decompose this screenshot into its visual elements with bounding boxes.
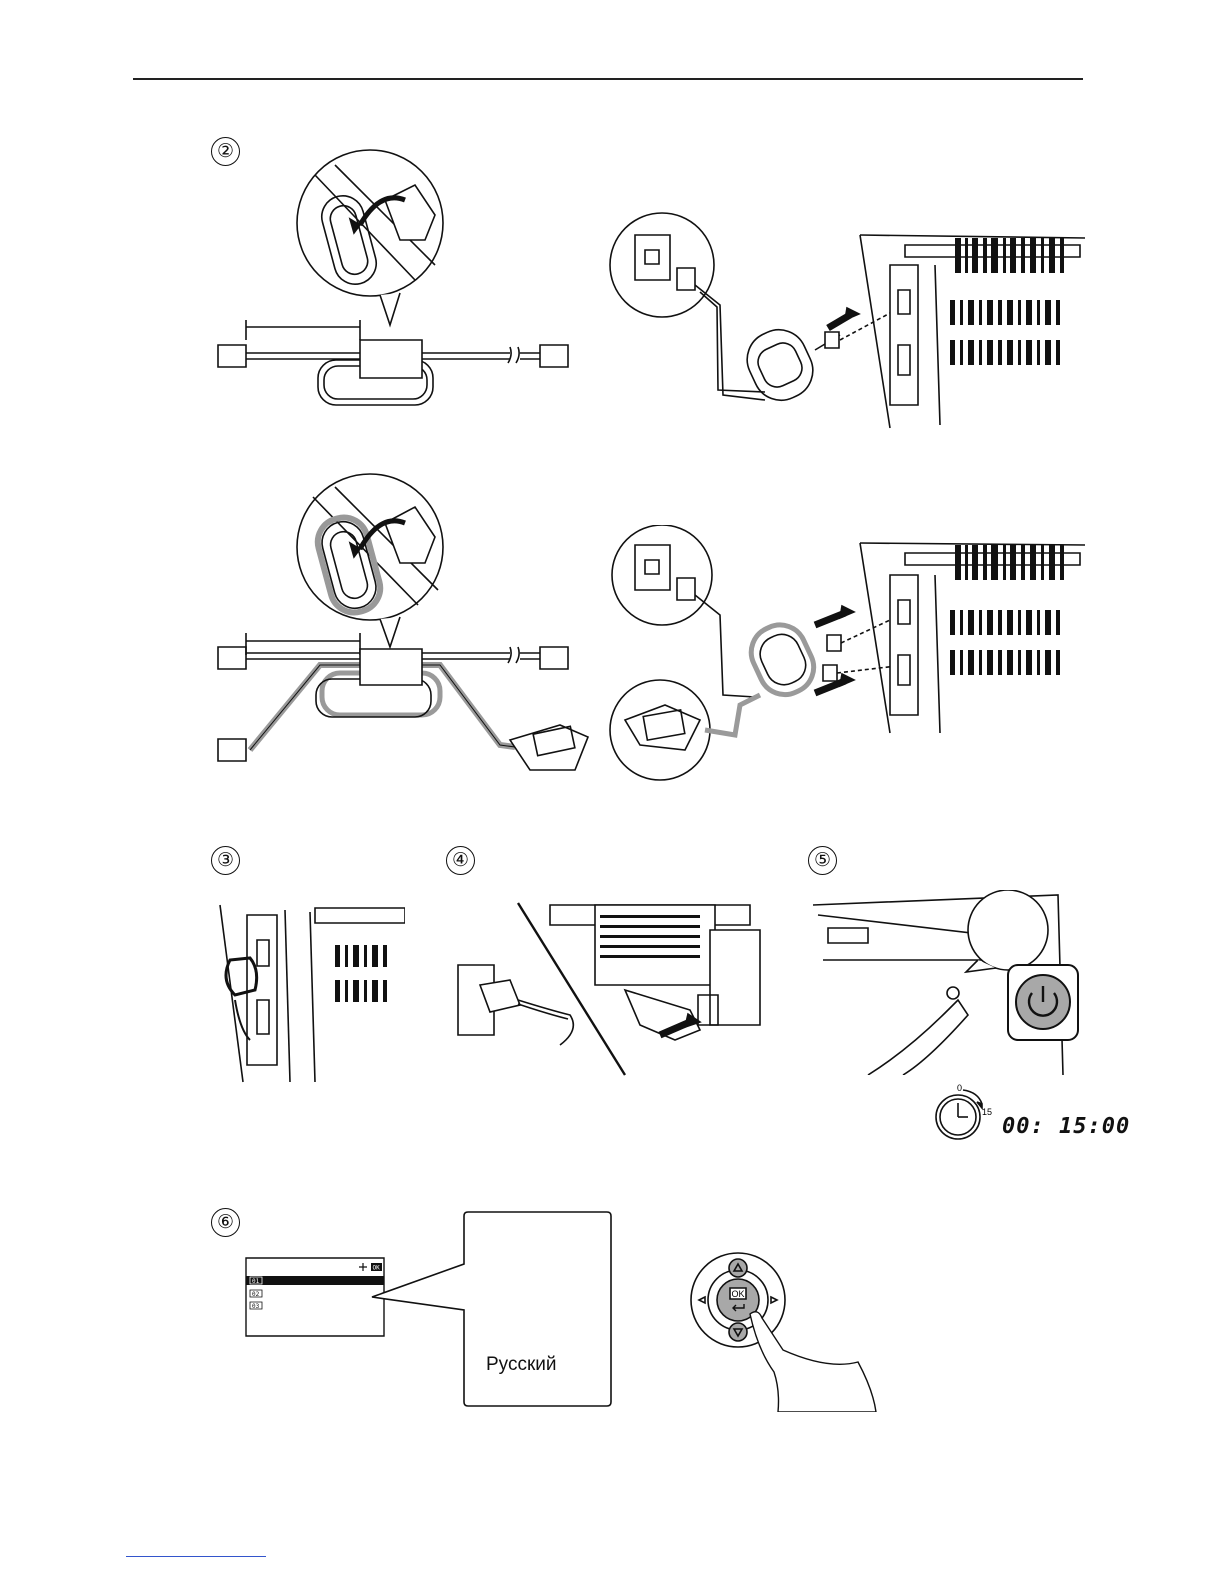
step-6-marker: ⑥ [211, 1208, 240, 1237]
lcd-item-1: 01 [252, 1278, 260, 1285]
power-cord-illustration [450, 900, 770, 1080]
language-callout [370, 1210, 615, 1410]
clock-end-label: 15 [982, 1107, 992, 1117]
power-switch-illustration [808, 890, 1083, 1075]
clock-start-label: 0 [957, 1083, 962, 1093]
lcd-item-3: 03 [252, 1303, 260, 1310]
line-and-phone-connection-illustration [605, 525, 1085, 785]
clock-icon: 0 15 [930, 1082, 1000, 1144]
lcd-screen: OK 01 02 03 [245, 1257, 385, 1337]
ferrite-core-single-illustration [210, 145, 590, 415]
step-3-marker: ③ [211, 846, 240, 875]
core-attached-illustration [215, 900, 405, 1085]
language-option-russian: Русский [486, 1354, 557, 1376]
step-5-marker: ⑤ [808, 846, 837, 875]
line-connection-illustration [605, 210, 1085, 430]
ferrite-core-double-illustration [210, 465, 595, 785]
lcd-item-2: 02 [252, 1291, 260, 1298]
header-rule [133, 78, 1083, 80]
keypad-ok-label: OK [732, 1289, 745, 1299]
navigation-keypad[interactable]: OK [688, 1250, 888, 1412]
step-4-marker: ④ [446, 846, 475, 875]
footer-link-rule [126, 1556, 266, 1557]
timer-display: 00: 15:00 [1002, 1114, 1130, 1139]
